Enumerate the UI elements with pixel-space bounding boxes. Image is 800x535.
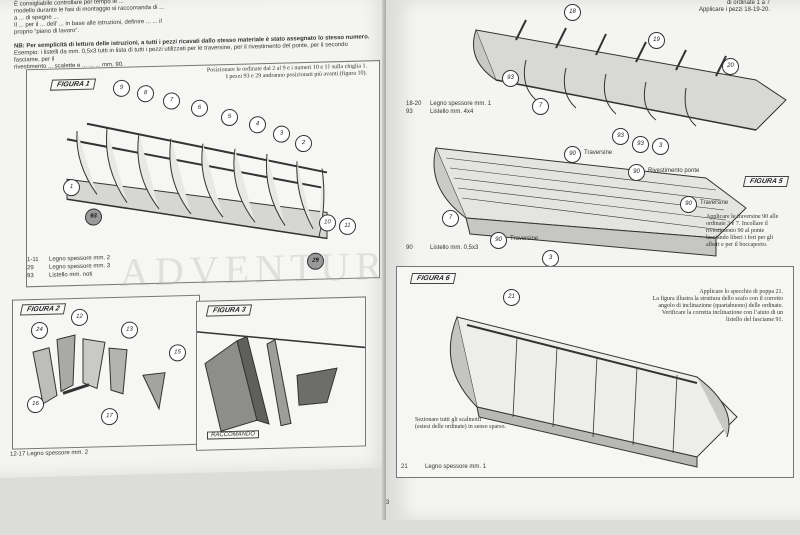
figure-5-note: Applicare le traversine 90 alle ordinate… xyxy=(706,214,796,249)
note-line: Applicare i pezzi 18-19-20. xyxy=(698,7,770,13)
callout-90: 90 xyxy=(628,164,645,181)
callout-20: 20 xyxy=(722,58,739,75)
top-note: di ordinate 1 a 7 Applicare i pezzi 18-1… xyxy=(699,0,770,14)
label-rivestimento-ponte: Rivestimento ponte xyxy=(648,168,700,174)
note-line: Verificare la corretta inclinazione con … xyxy=(661,310,783,316)
callout-90: 90 xyxy=(490,232,507,249)
note-line: La figura illustra la struttura dello sc… xyxy=(652,296,783,302)
keel-frames-drawing xyxy=(66,122,328,240)
frame-parts-drawing xyxy=(32,334,166,411)
legend-row: 18-20 Legno spessore mm. 1 xyxy=(406,100,491,108)
note-line: rivestimento 90 al ponte xyxy=(706,228,765,234)
callout-3: 3 xyxy=(652,138,669,155)
note-line: lasciando liberi i fori per gli xyxy=(706,235,774,241)
intro-text: È consigliabile controllare per tempo le… xyxy=(14,0,374,37)
figure-3-panel: FIGURA 3 RACCOMANDO xyxy=(196,296,366,451)
legend-code: 93 xyxy=(27,273,34,280)
figure-3-badge: RACCOMANDO xyxy=(207,430,260,440)
callout-93: 93 xyxy=(632,136,649,153)
note-line: di ordinate 1 a 7 xyxy=(726,0,770,6)
figure-6-note: Applicare lo specchio di poppa 21. La fi… xyxy=(643,289,783,324)
watermark: ADVENTURE xyxy=(120,242,392,295)
note-line: (estesi delle ordinate) in senso sparso. xyxy=(415,424,506,430)
callout-90: 90 xyxy=(564,146,581,163)
deck-planking-drawing xyxy=(433,147,747,257)
callout-90: 90 xyxy=(680,196,697,213)
figure-1-panel: FIGURA 1 Posizionare le ordinate dal 2 a… xyxy=(26,60,380,288)
figure-5-legend: 90 Listello mm. 0,5x3 xyxy=(406,244,478,252)
label-traversine: Traversine xyxy=(584,150,613,156)
legend-text: Listello mm. noti xyxy=(49,271,93,279)
note-line: Applicare lo specchio di poppa 21. xyxy=(699,289,783,295)
right-page: di ordinate 1 a 7 Applicare i pezzi 18-1… xyxy=(386,0,800,520)
note-line: Applicare le traversine 90 alle xyxy=(706,214,779,220)
hull-frames-drawing xyxy=(473,19,787,131)
figure-6-panel: FIGURA 6 21 Applicare lo specchio di pop… xyxy=(396,266,794,478)
label-traversine: Traversine xyxy=(510,236,539,242)
note-line: alberi e per il boccaporto. xyxy=(706,242,768,248)
note-line: Sezionare tutti gli scalmotti xyxy=(415,417,482,423)
note-line: ordinate 3 e 7. Incollare il xyxy=(706,221,768,227)
legend-text: Legno spessore mm. 1 xyxy=(425,464,487,470)
legend-code: 93 xyxy=(406,109,413,115)
label-traversine: Traversine xyxy=(700,200,729,206)
figure-5-label: FIGURA 5 xyxy=(742,176,790,187)
figure-6-note-2: Sezionare tutti gli scalmotti (estesi de… xyxy=(415,417,565,431)
callout-7: 7 xyxy=(532,98,549,115)
callout-93: 93 xyxy=(612,128,629,145)
left-page: È consigliabile controllare per tempo le… xyxy=(0,0,392,479)
note-line: listello del fasciame 91. xyxy=(726,317,783,323)
legend-text: Listello mm. 0,5x3 xyxy=(430,245,479,251)
hull-transom-drawing xyxy=(449,316,738,468)
legend-code: 90 xyxy=(406,245,413,251)
callout-18: 18 xyxy=(564,4,581,21)
legend-text: Listello mm. 4x4 xyxy=(430,109,474,115)
callout-21: 21 xyxy=(503,289,520,306)
page-number: 3 xyxy=(386,500,390,506)
legend-text: Legno spessore mm. 3 xyxy=(49,263,111,271)
left-footer-legend: 12-17 Legno spessore mm. 2 xyxy=(10,449,89,458)
callout-19: 19 xyxy=(648,32,665,49)
frame-assembly-drawing xyxy=(197,331,365,432)
callout-3: 3 xyxy=(542,250,559,267)
note-line: angolo di inclinazione (quartabuono) del… xyxy=(658,303,783,309)
figure-2-panel: FIGURA 2 24 12 13 15 16 17 xyxy=(12,294,200,450)
callout-93: 93 xyxy=(502,70,519,87)
callout-7: 7 xyxy=(442,210,459,227)
figure-4-legend: 18-20 Legno spessore mm. 1 93 Listello mm.… xyxy=(406,100,491,116)
legend-code: 18-20 xyxy=(406,101,422,107)
legend-row: 93 Listello mm. 4x4 xyxy=(406,108,491,116)
legend-code: 21 xyxy=(401,464,408,470)
legend-text: Legno spessore mm. 1 xyxy=(430,101,492,107)
figure-6-legend: 21 Legno spessore mm. 1 xyxy=(401,463,486,471)
